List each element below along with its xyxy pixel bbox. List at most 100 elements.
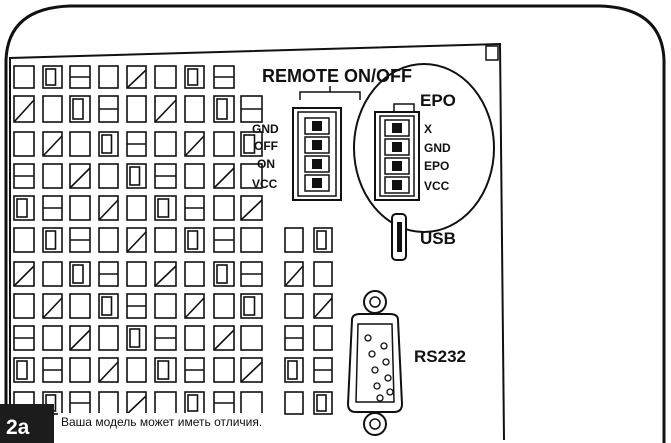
grille-slot xyxy=(13,195,35,221)
grille-slot xyxy=(154,391,177,415)
epo-pin-gnd: GND xyxy=(424,141,451,155)
grille-slot xyxy=(98,261,119,287)
grille-slot xyxy=(184,163,205,189)
grille-slot xyxy=(69,391,91,415)
grille-slot xyxy=(240,325,263,351)
grille-slot xyxy=(184,357,205,383)
grille-slot xyxy=(126,227,147,253)
grille-slot xyxy=(284,325,304,351)
grille-slot xyxy=(154,131,177,157)
grille-slot xyxy=(240,95,263,123)
grille-slot xyxy=(42,65,63,89)
grille-slot xyxy=(126,261,147,287)
grille-slot xyxy=(154,357,177,383)
terminal-socket xyxy=(304,117,330,135)
grille-slot xyxy=(154,65,177,89)
grille-slot xyxy=(313,391,333,415)
grille-slot xyxy=(284,227,304,253)
terminal-socket xyxy=(304,155,330,173)
grille-slot xyxy=(240,391,263,415)
grille-slot xyxy=(240,163,263,189)
grille-slot xyxy=(13,227,35,253)
grille-slot xyxy=(42,261,63,287)
remote-pin-off: OFF xyxy=(254,139,278,153)
device-housing xyxy=(4,4,666,443)
grille-slot xyxy=(284,293,304,319)
terminal-socket xyxy=(304,174,330,192)
usb-label: USB xyxy=(420,229,456,248)
grille-slot xyxy=(213,227,235,253)
grille-slot xyxy=(184,65,205,89)
grille-slot xyxy=(69,95,91,123)
grille-slot xyxy=(154,325,177,351)
grille-slot xyxy=(98,227,119,253)
grille-slot xyxy=(42,131,63,157)
epo-highlight-circle xyxy=(353,63,495,233)
grille-slot xyxy=(213,195,235,221)
grille-slot xyxy=(69,195,91,221)
terminal-socket xyxy=(384,119,410,137)
grille-slot xyxy=(69,293,91,319)
grille-slot xyxy=(42,195,63,221)
grille-slot xyxy=(213,131,235,157)
rs232-pin xyxy=(380,342,388,350)
grille-slot xyxy=(126,195,147,221)
epo-pin-vcc: VCC xyxy=(424,179,450,193)
grille-slot xyxy=(126,95,147,123)
grille-slot xyxy=(13,357,35,383)
grille-slot xyxy=(13,163,35,189)
grille-slot xyxy=(154,95,177,123)
grille-slot xyxy=(69,261,91,287)
grille-slot xyxy=(69,163,91,189)
grille-slot xyxy=(126,163,147,189)
grille-slot xyxy=(184,293,205,319)
grille-slot xyxy=(42,357,63,383)
remote-header: REMOTE ON/OFF xyxy=(262,66,412,86)
grille-slot xyxy=(126,391,147,415)
grille-slot xyxy=(126,357,147,383)
grille-slot xyxy=(313,227,333,253)
grille-slot xyxy=(313,325,333,351)
rs232-label: RS232 xyxy=(414,347,466,366)
usb-port-icon xyxy=(391,213,407,261)
grille-slot xyxy=(154,195,177,221)
grille-slot xyxy=(154,163,177,189)
grille-slot xyxy=(98,357,119,383)
grille-slot xyxy=(313,293,333,319)
terminal-socket xyxy=(384,176,410,194)
grille-slot xyxy=(69,131,91,157)
remote-pin-vcc: VCC xyxy=(252,177,278,191)
grille-slot xyxy=(184,261,205,287)
rs232-pin xyxy=(368,350,376,358)
rs232-pin xyxy=(382,358,390,366)
grille-slot xyxy=(184,227,205,253)
rs232-pin xyxy=(386,388,394,396)
epo-sockets xyxy=(384,119,410,194)
grille-slot xyxy=(213,65,235,89)
terminal-socket xyxy=(384,157,410,175)
grille-slot xyxy=(98,325,119,351)
rs232-pin xyxy=(373,382,381,390)
grille-slot xyxy=(13,95,35,123)
grille-slot xyxy=(98,131,119,157)
grille-slot xyxy=(184,325,205,351)
grille-slot xyxy=(313,261,333,287)
grille-slot xyxy=(13,325,35,351)
grille-slot xyxy=(240,261,263,287)
grille-slot xyxy=(240,293,263,319)
grille-slot xyxy=(13,293,35,319)
grille-slot xyxy=(240,357,263,383)
grille-slot xyxy=(184,391,205,415)
grille-slot xyxy=(42,293,63,319)
grille-slot xyxy=(69,325,91,351)
grille-slot xyxy=(13,65,35,89)
grille-slot xyxy=(126,65,147,89)
grille-slot xyxy=(69,65,91,89)
grille-slot xyxy=(213,293,235,319)
epo-bracket xyxy=(393,103,415,112)
rs232-connector-icon xyxy=(346,290,404,436)
epo-title: EPO xyxy=(420,91,456,110)
epo-pin-x: X xyxy=(424,122,432,136)
grille-slot xyxy=(98,195,119,221)
